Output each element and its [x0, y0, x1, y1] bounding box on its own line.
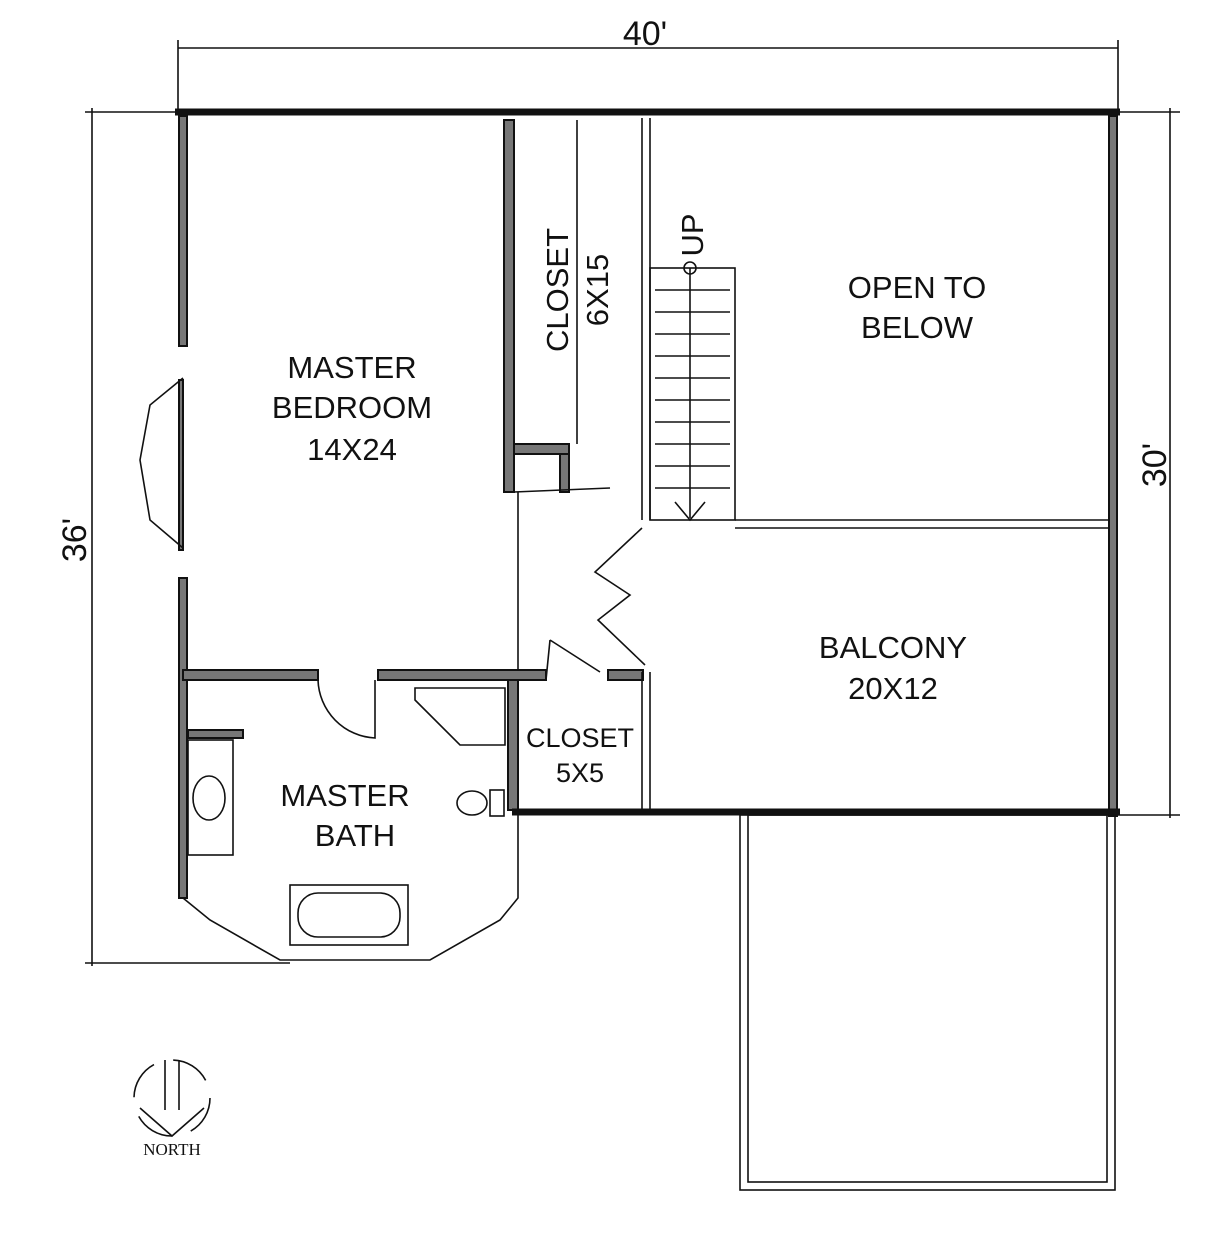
- balcony-label: BALCONY: [819, 630, 967, 665]
- walls: [139, 108, 1120, 961]
- stairs: UP: [649, 213, 736, 522]
- north-arrow-icon: NORTH: [133, 1059, 211, 1159]
- master-bath-label-2: BATH: [315, 818, 395, 853]
- open-to-below-label: OPEN TO: [848, 270, 986, 305]
- width-dimension: 40': [623, 15, 667, 53]
- small-closet-label: CLOSET: [526, 723, 634, 753]
- small-closet-size: 5X5: [556, 758, 604, 788]
- dimension-right: 30': [1118, 108, 1180, 818]
- closet-label: CLOSET: [540, 228, 575, 352]
- master-bedroom-label: MASTER: [287, 350, 416, 385]
- stair-up-label: UP: [675, 213, 710, 256]
- right-depth-dimension: 30': [1136, 443, 1174, 487]
- closet-size: 6X15: [580, 254, 615, 326]
- master-bedroom-size: 14X24: [307, 432, 397, 467]
- dimension-top: 40': [177, 15, 1119, 112]
- lower-deck: [739, 814, 1116, 1191]
- master-bath-label: MASTER: [280, 778, 409, 813]
- master-bedroom-label-2: BEDROOM: [272, 390, 432, 425]
- depth-dimension: 36': [56, 518, 94, 562]
- dimension-left: 36': [56, 108, 290, 966]
- balcony-size: 20X12: [848, 671, 938, 706]
- north-label: NORTH: [143, 1140, 201, 1159]
- open-to-below-label-2: BELOW: [861, 310, 974, 345]
